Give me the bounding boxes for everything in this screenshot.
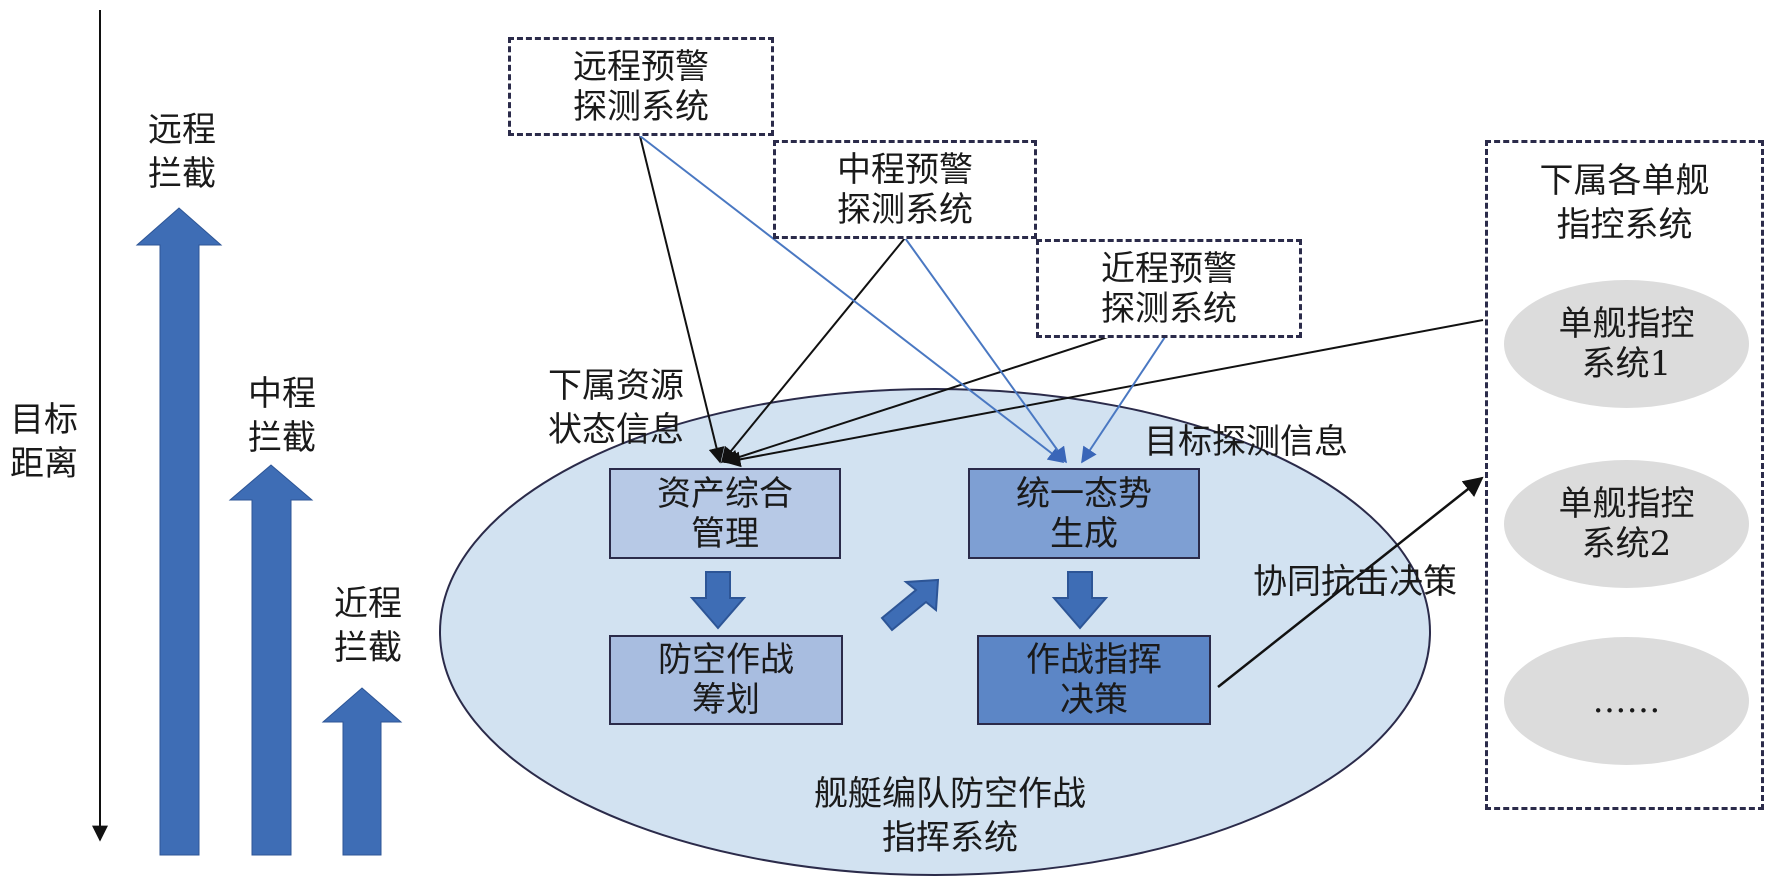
command-decision-module: 作战指挥 决策 <box>977 635 1211 725</box>
short-range-intercept-arrow <box>321 687 403 856</box>
planning-to-situation-arrow <box>880 578 940 632</box>
mid-sensor-to-situation-line <box>904 237 1067 464</box>
subordinate-to-asset-line <box>724 319 1484 468</box>
long-sensor-to-asset-line <box>639 135 725 464</box>
long-intercept-label: 远程 拦截 <box>148 110 216 194</box>
target-detection-label: 目标探测信息 <box>1144 422 1348 462</box>
mid-range-sensor-box: 中程预警 探测系统 <box>773 140 1037 239</box>
long-range-intercept-arrow <box>135 207 223 856</box>
mid-intercept-label: 中程 拦截 <box>248 374 316 458</box>
subordinate-item-2: 单舰指控 系统2 <box>1504 460 1749 588</box>
command-to-subordinate-line <box>1217 476 1484 688</box>
short-sensor-to-asset-line <box>722 319 1161 466</box>
short-intercept-label: 近程 拦截 <box>334 584 402 668</box>
main-system-name: 舰艇编队防空作战 指挥系统 <box>814 774 1086 858</box>
long-sensor-to-situation-line <box>639 135 1065 463</box>
short-sensor-to-situation-line <box>1081 336 1166 464</box>
short-range-sensor-box: 近程预警 探测系统 <box>1036 239 1302 338</box>
asset-management-module: 资产综合 管理 <box>609 468 841 559</box>
mid-range-intercept-arrow <box>228 464 314 856</box>
distance-axis-label: 目标 距离 <box>10 400 78 484</box>
subordinate-item-more: …… <box>1504 637 1749 765</box>
situation-to-command-arrow <box>1051 571 1109 630</box>
cooperative-decision-label: 协同抗击决策 <box>1253 562 1457 602</box>
asset-to-planning-arrow <box>689 571 747 630</box>
mid-sensor-to-asset-line <box>720 237 906 464</box>
air-defense-planning-module: 防空作战 筹划 <box>609 635 843 725</box>
subordinate-item-1: 单舰指控 系统1 <box>1504 280 1749 408</box>
situation-generation-module: 统一态势 生成 <box>968 468 1200 559</box>
long-range-sensor-box: 远程预警 探测系统 <box>508 37 774 136</box>
subordinate-title: 下属各单舰 指控系统 <box>1539 161 1710 245</box>
resource-status-label: 下属资源 状态信息 <box>548 366 684 450</box>
